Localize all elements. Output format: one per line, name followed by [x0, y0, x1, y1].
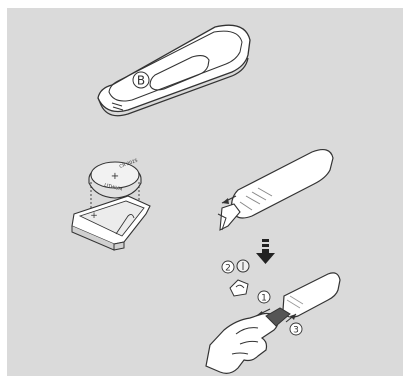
- remote-end-icon: [283, 273, 340, 317]
- remote-label-marker: B: [133, 72, 149, 88]
- step-2-label: 2: [225, 264, 231, 274]
- remote-label: B: [137, 74, 145, 88]
- tray-symbol: +: [90, 211, 98, 221]
- remote-back-icon: [218, 150, 333, 230]
- remote-control-icon: [98, 25, 250, 116]
- coin-battery-icon: + CR 2025 LITHIUM: [89, 158, 141, 198]
- step-3-label: 3: [293, 326, 299, 336]
- battery-tray-icon: +: [72, 196, 150, 250]
- small-tray-icon: [230, 280, 248, 296]
- step-1-marker: 1: [258, 291, 270, 304]
- step-1-label: 1: [261, 294, 267, 304]
- battery-symbol: +: [111, 171, 119, 182]
- down-arrow-icon: [256, 239, 275, 264]
- small-battery-icon: [237, 260, 249, 272]
- step-3-marker: 3: [290, 323, 302, 336]
- step-2-marker: 2: [222, 261, 234, 274]
- hand-icon: [206, 308, 290, 373]
